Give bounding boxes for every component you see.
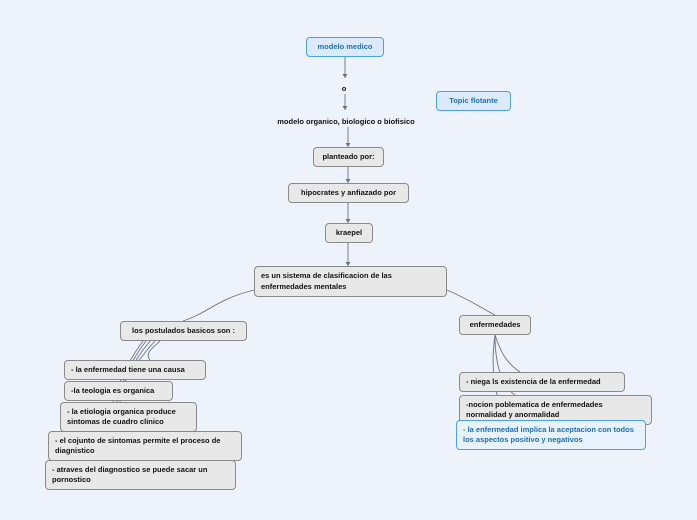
- node-biofisico[interactable]: modelo organico, biologico o biofisico: [268, 113, 424, 131]
- node-label-float: Topic flotante: [449, 96, 498, 105]
- node-kraepel[interactable]: kraepel: [325, 223, 373, 244]
- node-label-root: modelo medico: [317, 42, 373, 51]
- node-p4[interactable]: - el cojunto de sintomas permite el proc…: [48, 431, 242, 462]
- connector-sistema-to-postulados: [182, 289, 255, 322]
- node-label-o: o: [341, 84, 347, 93]
- node-e3[interactable]: - la enfermedad implica la aceptacion co…: [456, 420, 646, 451]
- node-label-e3: - la enfermedad implica la aceptacion co…: [463, 425, 634, 445]
- node-p2[interactable]: -la teologia es organica: [64, 381, 173, 402]
- node-p5[interactable]: - atraves del diagnostico se puede sacar…: [45, 460, 236, 491]
- node-label-enfermedades: enfermedades: [469, 320, 521, 329]
- node-label-planteado: planteado por:: [322, 152, 375, 161]
- node-label-hipocrates: hipocrates y anfiazado por: [300, 188, 397, 197]
- node-p3[interactable]: - la etiologia organica produce sintomas…: [60, 402, 197, 433]
- node-planteado[interactable]: planteado por:: [313, 147, 384, 168]
- node-postulados[interactable]: los postulados basicos son :: [120, 321, 247, 342]
- node-e1[interactable]: - niega ls existencia de la enfermedad: [459, 372, 625, 393]
- node-label-postulados: los postulados basicos son :: [132, 326, 235, 335]
- node-label-p4: - el cojunto de sintomas permite el proc…: [55, 436, 221, 456]
- node-p1[interactable]: - la enfermedad tiene una causa: [64, 360, 206, 381]
- node-label-p2: -la teologia es organica: [71, 386, 155, 395]
- arrowhead-1: [342, 106, 348, 110]
- connector-sistema-to-enfermedades: [446, 289, 496, 316]
- node-sistema[interactable]: es un sistema de clasificacion de las en…: [254, 266, 447, 297]
- node-root[interactable]: modelo medico: [306, 37, 384, 58]
- connector-postulados-to-p1: [147, 340, 161, 361]
- connector-enfermedades-to-e1: [494, 334, 521, 373]
- node-label-biofisico: modelo organico, biologico o biofisico: [277, 117, 415, 126]
- node-float[interactable]: Topic flotante: [436, 91, 511, 112]
- node-label-p3: - la etiologia organica produce sintomas…: [67, 407, 176, 427]
- node-label-p5: - atraves del diagnostico se puede sacar…: [52, 465, 208, 485]
- node-enfermedades[interactable]: enfermedades: [459, 315, 531, 336]
- node-label-p1: - la enfermedad tiene una causa: [71, 365, 185, 374]
- arrowhead-0: [342, 74, 348, 78]
- node-label-sistema: es un sistema de clasificacion de las en…: [261, 271, 392, 291]
- node-label-kraepel: kraepel: [335, 228, 363, 237]
- node-label-e1: - niega ls existencia de la enfermedad: [466, 377, 601, 386]
- node-o[interactable]: o: [336, 80, 352, 98]
- node-hipocrates[interactable]: hipocrates y anfiazado por: [288, 183, 409, 204]
- node-label-e2: -nocion poblematica de enfermedades norm…: [466, 400, 603, 420]
